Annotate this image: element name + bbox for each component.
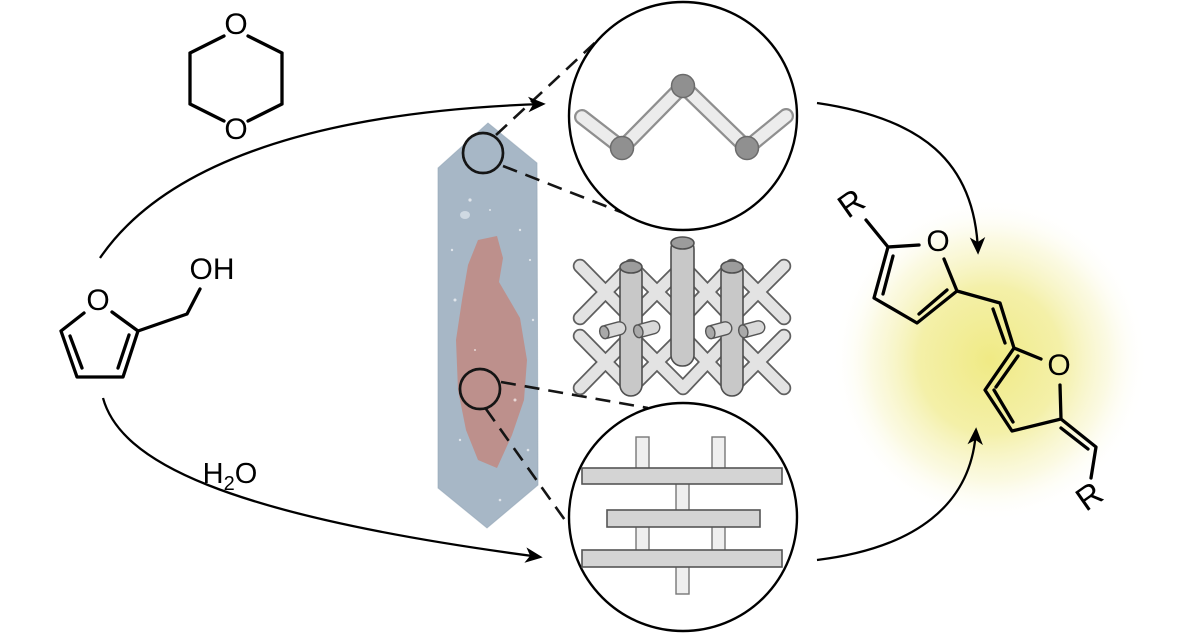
furfuryl-alcohol-double-bonds bbox=[68, 333, 131, 370]
dioxane-o-bottom-label: O bbox=[224, 113, 248, 146]
rod-network bbox=[572, 236, 792, 397]
magnifier-circles bbox=[458, 131, 505, 411]
water-h: H bbox=[202, 458, 224, 490]
vertical-rods bbox=[619, 236, 744, 397]
hydroxyl-label: OH bbox=[189, 253, 235, 286]
molecule-bonds bbox=[59, 34, 1098, 480]
dioxane-skeleton bbox=[188, 34, 284, 123]
dashed-bottom-upper bbox=[500, 380, 649, 410]
arrow-bottom-to-product bbox=[816, 427, 983, 562]
inset-bottom-circle bbox=[567, 401, 799, 633]
layer-slabs bbox=[581, 467, 783, 568]
furfuryl-alcohol-skeleton bbox=[59, 287, 202, 379]
connector-cylinders bbox=[598, 320, 766, 340]
crystal-speckles bbox=[450, 198, 535, 502]
reaction-arrows bbox=[99, 96, 986, 563]
dashed-top-lower bbox=[502, 164, 627, 216]
crystal-light-spot bbox=[460, 211, 470, 219]
product-double-bonds bbox=[881, 254, 1090, 451]
water-o: O bbox=[234, 458, 258, 490]
product-ring2-o-label: O bbox=[1047, 349, 1071, 382]
water-subscript: 2 bbox=[223, 473, 235, 495]
magnifier-circle-bottom bbox=[458, 367, 502, 411]
arrow-water-route bbox=[101, 397, 543, 563]
zigzag-chain bbox=[574, 73, 794, 161]
product-glow bbox=[832, 198, 1148, 522]
furan-o-label: O bbox=[86, 284, 110, 317]
magnifier-circle-top bbox=[461, 131, 505, 175]
crystal-red-inclusion bbox=[456, 236, 527, 468]
crystal-shape bbox=[437, 122, 539, 529]
dioxane-o-top-label: O bbox=[224, 8, 248, 41]
arrow-dioxane-route bbox=[99, 96, 546, 259]
pillared-layers bbox=[581, 436, 783, 595]
dashed-bottom-lower bbox=[484, 408, 574, 531]
water-label: H2O bbox=[202, 458, 258, 495]
arrow-top-to-product bbox=[816, 101, 986, 255]
chain-nodes bbox=[609, 73, 760, 161]
product-ring1-o-label: O bbox=[926, 225, 950, 258]
dashed-connectors bbox=[484, 37, 649, 531]
inset-top-circle bbox=[567, 0, 799, 232]
product-skeleton bbox=[864, 218, 1098, 480]
